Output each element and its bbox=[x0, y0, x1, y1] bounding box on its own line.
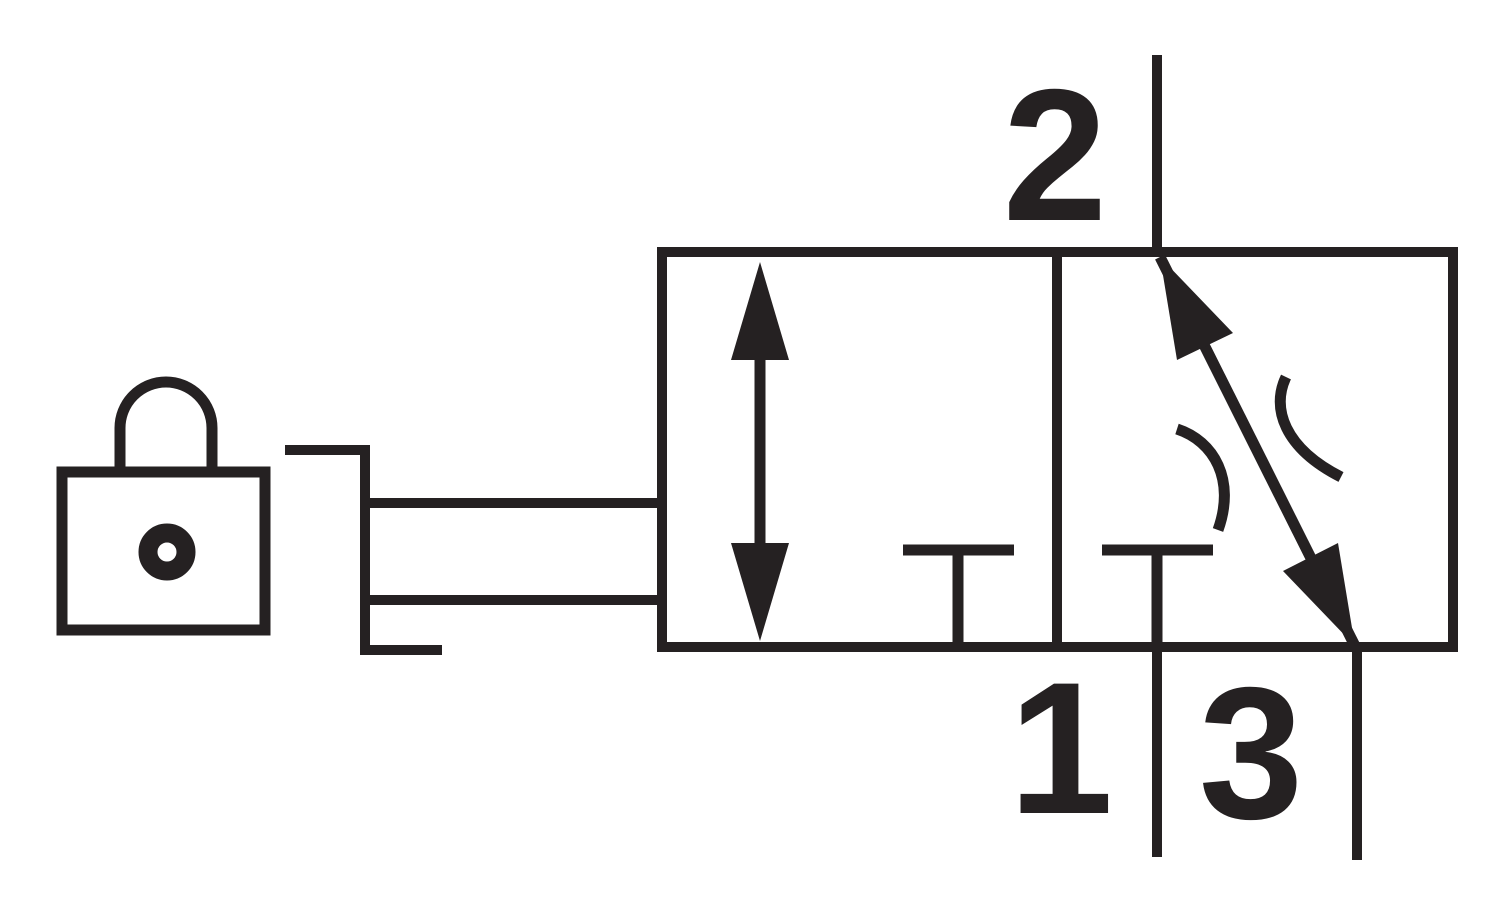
padlock-shackle bbox=[114, 376, 218, 474]
vertical-arrow-head-down bbox=[731, 543, 789, 641]
port-lines bbox=[1152, 55, 1362, 860]
valve-position-left bbox=[731, 262, 1014, 647]
valve-body bbox=[657, 247, 1458, 652]
padlock-body bbox=[56, 466, 271, 636]
vertical-double-arrow-icon bbox=[731, 262, 789, 641]
port-label-3: 3 bbox=[1199, 648, 1304, 858]
throttle-arcs-icon bbox=[1175, 374, 1344, 532]
blocked-port-tee-icon bbox=[1102, 544, 1213, 647]
port-label-2: 2 bbox=[1003, 50, 1108, 260]
diagonal-flow-arrow-icon bbox=[1155, 254, 1360, 649]
padlock-icon bbox=[56, 376, 271, 636]
blocked-port-tee-icon bbox=[903, 544, 1014, 647]
vertical-arrow-head-up bbox=[731, 262, 789, 360]
valve-position-right bbox=[1102, 254, 1360, 649]
port-label-1: 1 bbox=[1009, 643, 1114, 853]
lever-latch bbox=[285, 445, 442, 655]
diagonal-arrow-head-down bbox=[1283, 543, 1355, 646]
throttle-arc-left bbox=[1175, 423, 1230, 532]
padlock-keyhole bbox=[138, 523, 196, 581]
lever-line bbox=[285, 445, 442, 655]
push-rod bbox=[361, 498, 662, 605]
throttle-arc-right bbox=[1274, 374, 1344, 482]
diagonal-arrow-head-up bbox=[1160, 257, 1233, 360]
